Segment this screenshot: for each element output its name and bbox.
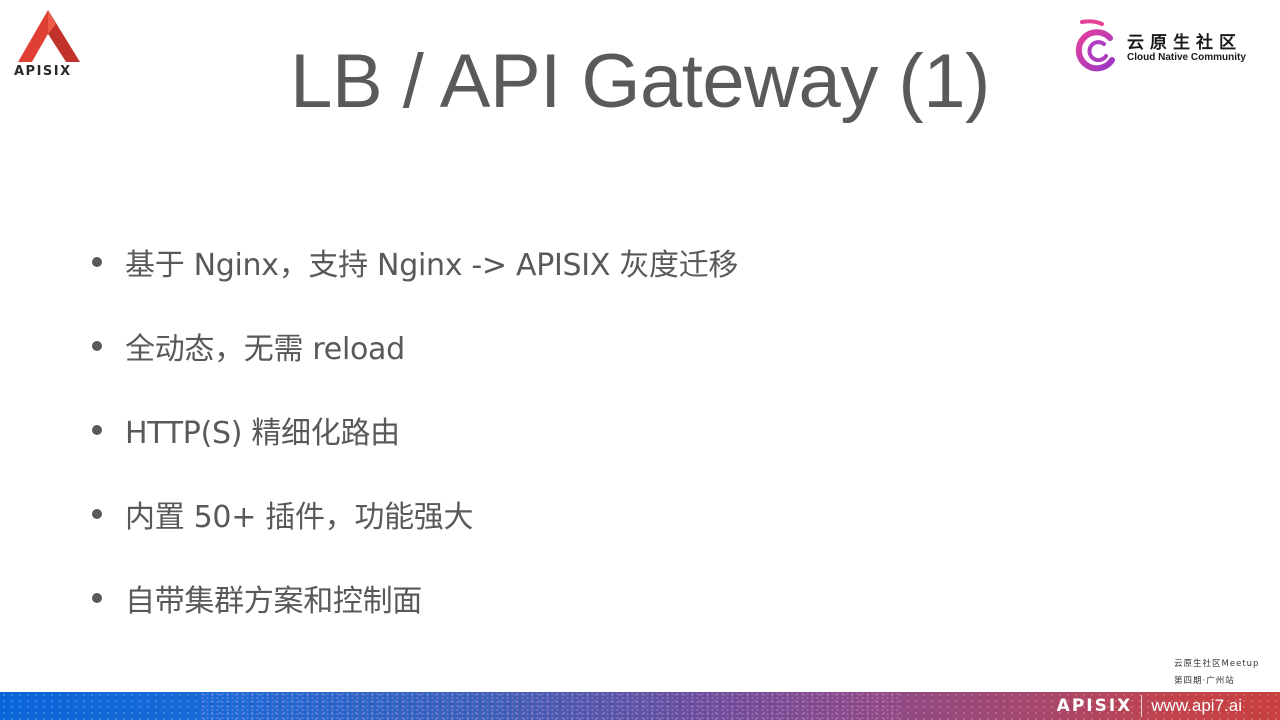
footer-apisix-wordmark: APISIX bbox=[1056, 696, 1133, 716]
footer-url: www.api7.ai bbox=[1151, 696, 1242, 715]
bullet-text: 内置 50+ 插件，功能强大 bbox=[125, 500, 474, 535]
bullet-text: 全动态，无需 reload bbox=[125, 332, 405, 367]
bullet-text: 自带集群方案和控制面 bbox=[125, 584, 422, 619]
bullet-dot-icon bbox=[92, 257, 102, 267]
event-info: 云原生社区Meetup 第四期·广州站 bbox=[1174, 656, 1259, 690]
apisix-wordmark: APISIX bbox=[14, 64, 72, 79]
bullet-item: HTTP(S) 精细化路由 bbox=[92, 388, 738, 472]
bullet-text: 基于 Nginx，支持 Nginx -> APISIX 灰度迁移 bbox=[125, 248, 739, 283]
bullet-item: 基于 Nginx，支持 Nginx -> APISIX 灰度迁移 bbox=[92, 220, 738, 304]
apisix-logo bbox=[12, 10, 90, 82]
bullet-dot-icon bbox=[92, 593, 102, 603]
event-line-1: 云原生社区Meetup bbox=[1174, 659, 1260, 669]
bullet-dot-icon bbox=[92, 341, 102, 351]
cloud-native-community-icon bbox=[1075, 19, 1115, 72]
slide-title: LB / API Gateway (1) bbox=[290, 39, 990, 124]
community-name-cn: 云原生社区 bbox=[1127, 33, 1242, 53]
bullet-item: 内置 50+ 插件，功能强大 bbox=[92, 472, 738, 556]
footer-brand: APISIX www.api7.ai bbox=[1057, 692, 1280, 720]
footer-pattern-wave bbox=[200, 692, 900, 720]
bullet-list: 基于 Nginx，支持 Nginx -> APISIX 灰度迁移 全动态，无需 … bbox=[92, 220, 738, 640]
bullet-text: HTTP(S) 精细化路由 bbox=[125, 416, 400, 451]
event-line-2: 第四期·广州站 bbox=[1174, 676, 1235, 686]
footer-band: APISIX www.api7.ai bbox=[0, 692, 1280, 720]
footer-divider bbox=[1141, 695, 1143, 717]
bullet-dot-icon bbox=[92, 425, 102, 435]
apisix-triangle-icon bbox=[18, 10, 80, 62]
community-name-en: Cloud Native Community bbox=[1127, 52, 1246, 63]
cloud-native-community-logo: 云原生社区 Cloud Native Community bbox=[1072, 18, 1272, 74]
footer-pattern bbox=[0, 692, 1280, 720]
bullet-dot-icon bbox=[92, 509, 102, 519]
bullet-item: 自带集群方案和控制面 bbox=[92, 556, 738, 640]
bullet-item: 全动态，无需 reload bbox=[92, 304, 738, 388]
